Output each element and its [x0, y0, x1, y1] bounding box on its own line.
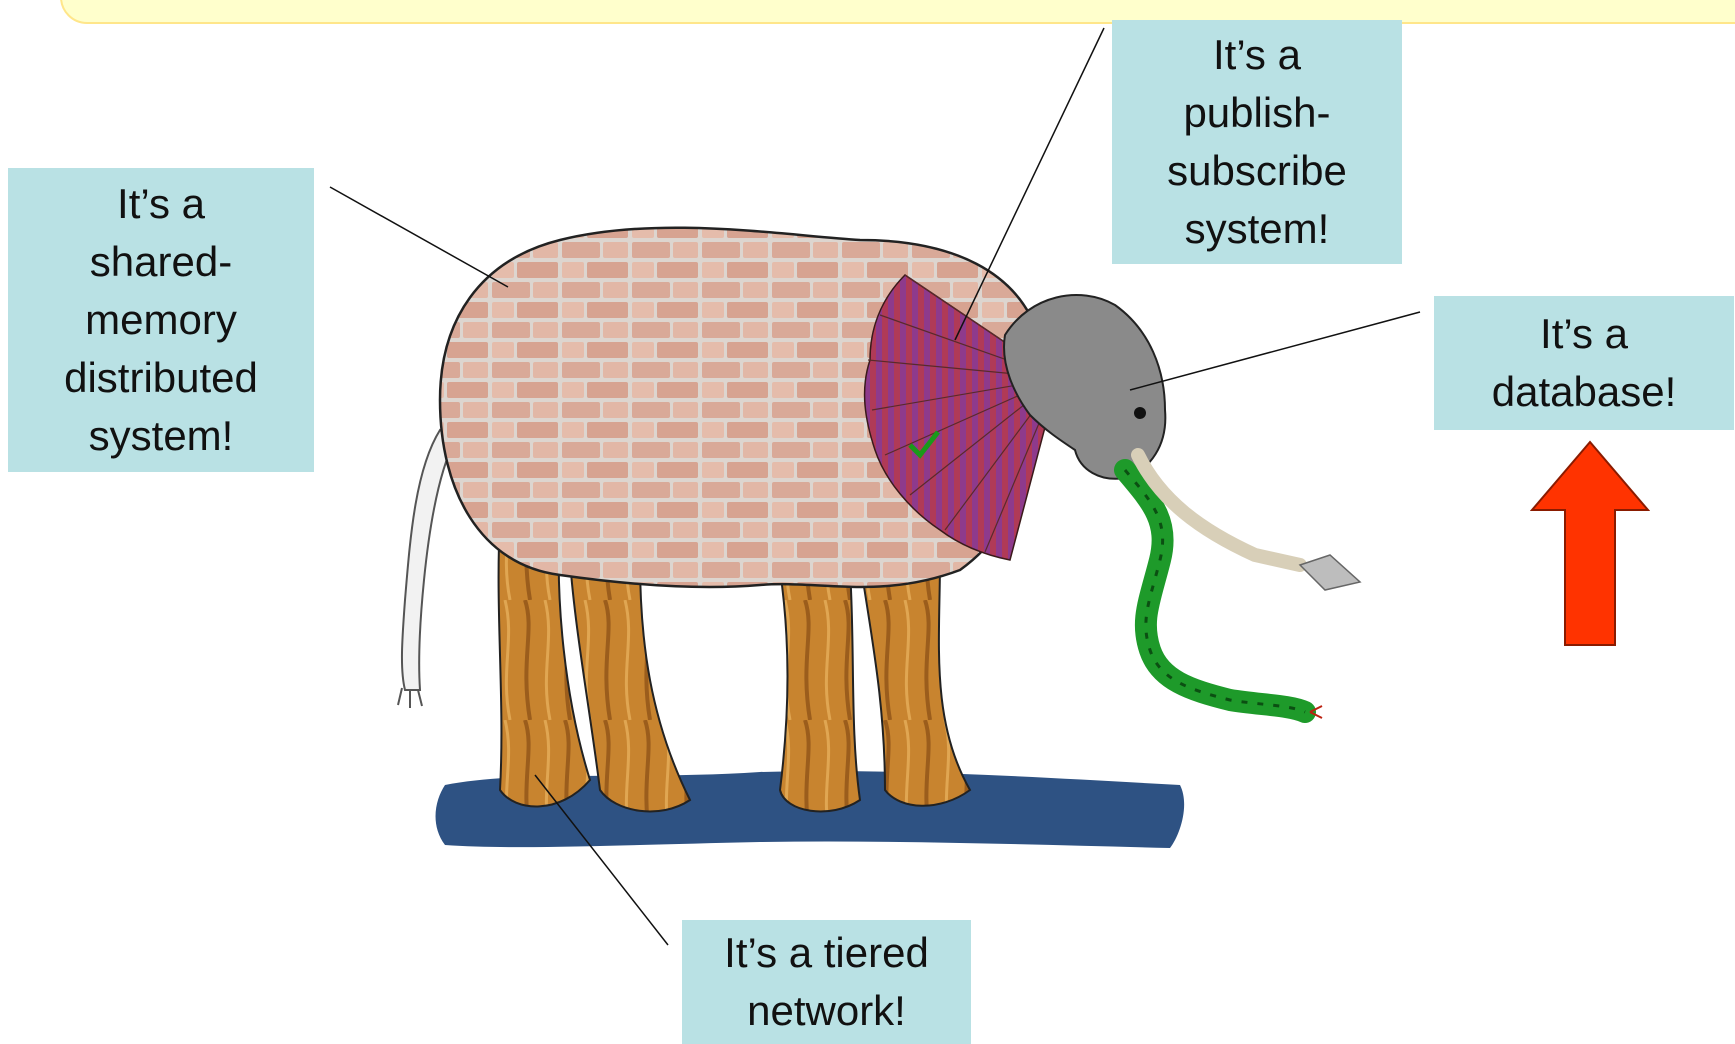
rope-tail [398, 430, 455, 708]
callout-shared-memory: It’s a shared- memory distributed system… [8, 168, 314, 472]
callout-tiered-network: It’s a tiered network! [682, 920, 971, 1044]
callout-database: It’s a database! [1434, 296, 1734, 430]
callout-publish-subscribe: It’s a publish- subscribe system! [1112, 20, 1402, 264]
eye [1134, 407, 1146, 419]
up-arrow-icon [1530, 440, 1650, 650]
